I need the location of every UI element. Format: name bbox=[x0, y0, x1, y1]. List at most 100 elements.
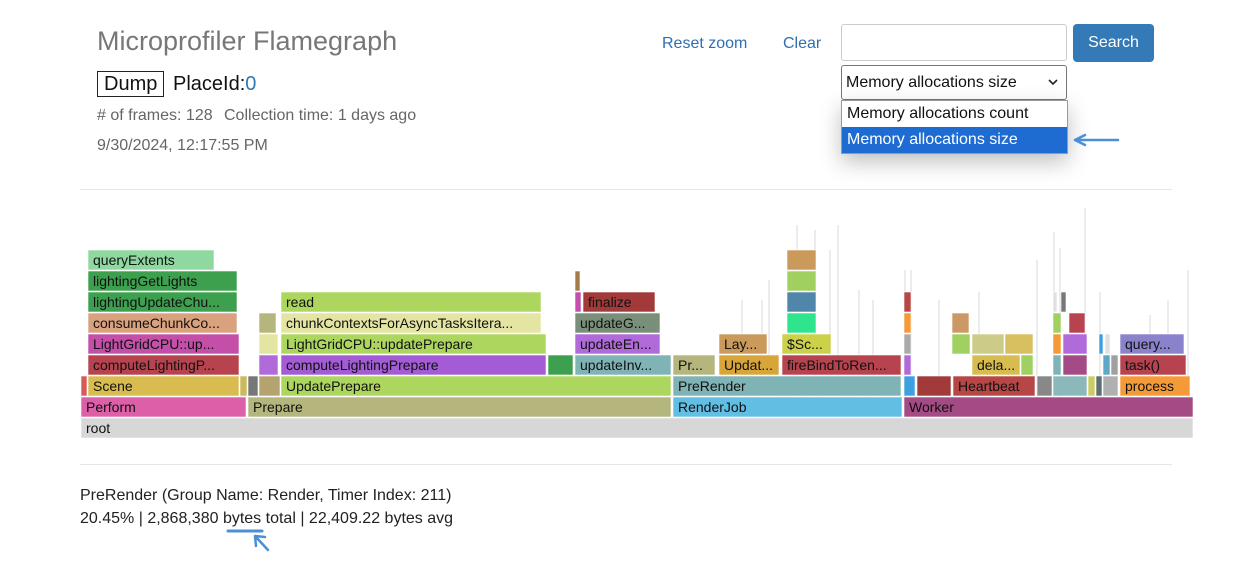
flame-frame[interactable] bbox=[1004, 333, 1034, 355]
flame-frame-rect[interactable] bbox=[574, 291, 582, 313]
flame-frame[interactable] bbox=[258, 375, 281, 397]
flame-frame-rect[interactable] bbox=[786, 270, 817, 292]
flame-frame[interactable] bbox=[903, 333, 912, 355]
flame-frame-rect[interactable] bbox=[1095, 375, 1103, 397]
flame-frame-rect[interactable] bbox=[1062, 354, 1088, 376]
flame-frame-rect[interactable] bbox=[718, 333, 768, 355]
flame-frame[interactable]: fireBindToRen... bbox=[781, 354, 902, 376]
flame-frame-rect[interactable] bbox=[1060, 291, 1067, 313]
flame-frame[interactable] bbox=[916, 375, 952, 397]
flame-frame-rect[interactable] bbox=[280, 333, 547, 355]
flame-frame[interactable] bbox=[786, 312, 817, 334]
flame-frame[interactable]: Perform bbox=[80, 396, 247, 418]
flame-frame-rect[interactable] bbox=[903, 354, 912, 376]
flame-frame[interactable] bbox=[258, 312, 277, 334]
flame-frame-rect[interactable] bbox=[781, 333, 832, 355]
flame-frame-rect[interactable] bbox=[1087, 375, 1096, 397]
flame-frame-rect[interactable] bbox=[903, 375, 916, 397]
flame-frame[interactable]: RenderJob bbox=[672, 396, 903, 418]
flame-frame[interactable]: root bbox=[80, 417, 1194, 439]
flame-frame[interactable] bbox=[1062, 333, 1088, 355]
flame-frame[interactable] bbox=[1052, 291, 1058, 313]
flame-frame[interactable] bbox=[1098, 333, 1104, 355]
flame-frame-rect[interactable] bbox=[672, 375, 902, 397]
flame-frame-rect[interactable] bbox=[258, 333, 279, 355]
flame-frame[interactable]: dela... bbox=[971, 354, 1021, 376]
flame-frame[interactable]: Heartbeat bbox=[952, 375, 1036, 397]
option-allocations-size[interactable]: Memory allocations size bbox=[842, 127, 1067, 153]
flame-frame[interactable]: updateEn... bbox=[574, 333, 661, 355]
flame-frame-rect[interactable] bbox=[280, 291, 542, 313]
flame-frame-rect[interactable] bbox=[1068, 312, 1086, 334]
flame-frame[interactable]: Updat... bbox=[718, 354, 780, 376]
flame-frame-rect[interactable] bbox=[1119, 375, 1191, 397]
flame-frame-rect[interactable] bbox=[87, 375, 240, 397]
flame-frame[interactable]: process bbox=[1119, 375, 1191, 397]
flame-frame[interactable] bbox=[903, 312, 912, 334]
flame-frame-rect[interactable] bbox=[903, 333, 912, 355]
flame-frame[interactable]: finalize bbox=[582, 291, 656, 313]
flame-frame[interactable] bbox=[1052, 375, 1088, 397]
flame-frame-rect[interactable] bbox=[247, 375, 259, 397]
flame-frame[interactable]: computeLightingP... bbox=[87, 354, 240, 376]
flame-frame-rect[interactable] bbox=[280, 354, 547, 376]
flame-frame[interactable]: chunkContextsForAsyncTasksItera... bbox=[280, 312, 542, 334]
flame-frame-rect[interactable] bbox=[574, 354, 672, 376]
flame-frame-rect[interactable] bbox=[1119, 354, 1187, 376]
flame-frame-rect[interactable] bbox=[672, 354, 716, 376]
flame-frame-rect[interactable] bbox=[1062, 333, 1088, 355]
reset-zoom-link[interactable]: Reset zoom bbox=[662, 35, 748, 52]
flame-frame[interactable] bbox=[786, 270, 817, 292]
flame-frame-rect[interactable] bbox=[951, 312, 970, 334]
flame-frame[interactable] bbox=[1102, 354, 1111, 376]
placeid-value[interactable]: 0 bbox=[245, 73, 257, 95]
flame-frame-rect[interactable] bbox=[786, 312, 817, 334]
flame-frame[interactable]: queryExtents bbox=[87, 249, 215, 271]
flame-frame[interactable] bbox=[1052, 354, 1062, 376]
flame-frame-rect[interactable] bbox=[87, 354, 240, 376]
flame-frame-rect[interactable] bbox=[971, 354, 1021, 376]
flame-frame-rect[interactable] bbox=[718, 354, 780, 376]
flame-frame-rect[interactable] bbox=[1052, 354, 1062, 376]
flame-frame[interactable]: read bbox=[280, 291, 542, 313]
flame-frame-rect[interactable] bbox=[87, 249, 215, 271]
flame-frame-rect[interactable] bbox=[80, 417, 1194, 439]
search-input[interactable] bbox=[841, 24, 1067, 61]
flame-frame-rect[interactable] bbox=[971, 333, 1005, 355]
metric-select[interactable]: Memory allocations size bbox=[841, 65, 1067, 100]
flame-frame-rect[interactable] bbox=[1020, 354, 1034, 376]
option-allocations-count[interactable]: Memory allocations count bbox=[847, 105, 1029, 122]
flame-frame-rect[interactable] bbox=[1004, 333, 1034, 355]
flame-frame-rect[interactable] bbox=[951, 333, 971, 355]
flame-frame[interactable] bbox=[903, 291, 912, 313]
flame-frame-rect[interactable] bbox=[1052, 333, 1062, 355]
flame-frame[interactable]: LightGridCPU::up... bbox=[87, 333, 240, 355]
flame-frame-rect[interactable] bbox=[952, 375, 1036, 397]
flame-frame[interactable]: updateG... bbox=[574, 312, 661, 334]
flame-frame-rect[interactable] bbox=[903, 312, 912, 334]
flame-frame-rect[interactable] bbox=[574, 312, 661, 334]
flame-frame[interactable] bbox=[1104, 333, 1111, 355]
flame-frame[interactable]: computeLightingPrepare bbox=[280, 354, 547, 376]
flame-frame-rect[interactable] bbox=[87, 312, 238, 334]
flame-frame-rect[interactable] bbox=[258, 312, 277, 334]
flame-frame[interactable]: lightingGetLights bbox=[87, 270, 238, 292]
flame-frame[interactable]: PreRender bbox=[672, 375, 902, 397]
flame-frame-rect[interactable] bbox=[1052, 375, 1088, 397]
flame-frame-rect[interactable] bbox=[258, 375, 281, 397]
flame-frame[interactable]: Pr... bbox=[672, 354, 716, 376]
flame-frame[interactable]: LightGridCPU::updatePrepare bbox=[280, 333, 547, 355]
flame-frame-rect[interactable] bbox=[916, 375, 952, 397]
flame-frame-rect[interactable] bbox=[280, 375, 672, 397]
flame-frame-rect[interactable] bbox=[258, 354, 279, 376]
flame-frame[interactable] bbox=[574, 270, 581, 292]
flame-frame-rect[interactable] bbox=[87, 270, 238, 292]
search-button[interactable]: Search bbox=[1073, 24, 1154, 62]
flame-frame-rect[interactable] bbox=[1104, 333, 1111, 355]
flame-frame[interactable] bbox=[1052, 333, 1062, 355]
flame-frame[interactable]: UpdatePrepare bbox=[280, 375, 672, 397]
flame-frame[interactable] bbox=[1062, 354, 1088, 376]
flame-frame[interactable] bbox=[971, 333, 1005, 355]
flame-frame-rect[interactable] bbox=[87, 333, 240, 355]
flame-frame-rect[interactable] bbox=[547, 354, 574, 376]
